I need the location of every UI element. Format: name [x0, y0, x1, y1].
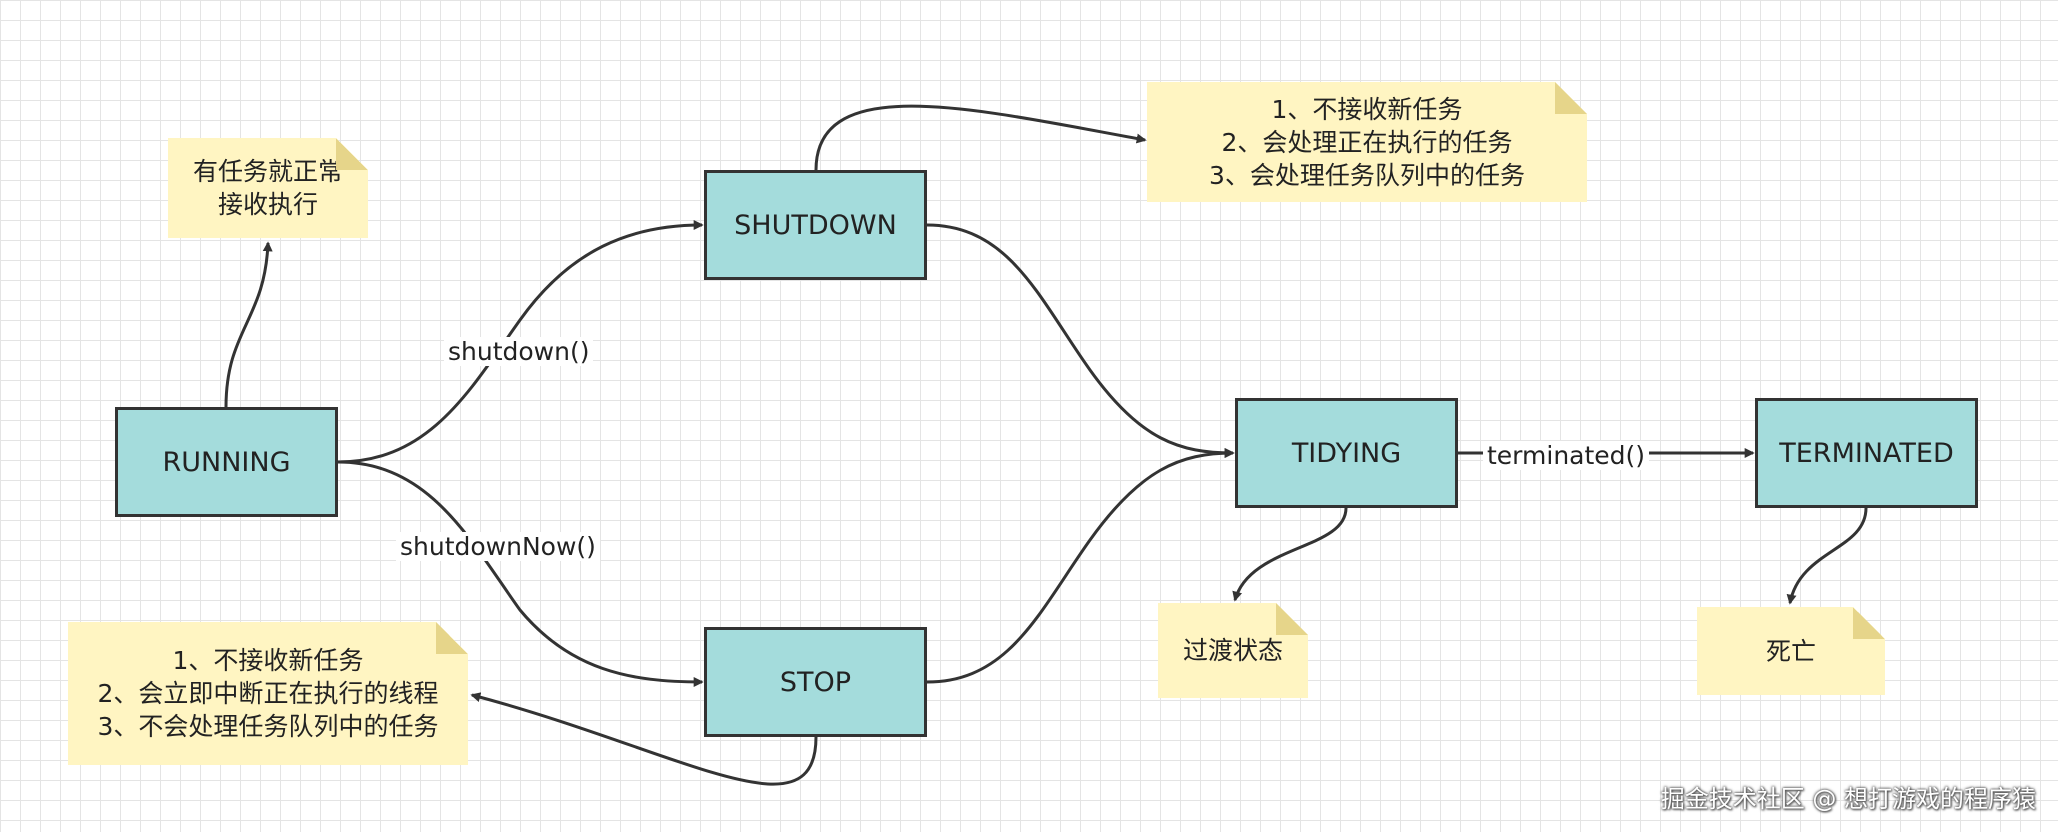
arrow-shutdown-to-note [814, 104, 1147, 171]
note-stop-line-3: 3、不会处理任务队列中的任务 [97, 712, 439, 741]
note-running: 有任务就正常 接收执行 [168, 138, 368, 238]
state-tidying-label: TIDYING [1291, 437, 1402, 469]
edge-label-shutdown: shutdown() [444, 337, 594, 366]
note-shutdown: 1、不接收新任务 2、会处理正在执行的任务 3、会处理任务队列中的任务 [1147, 82, 1587, 202]
state-running-label: RUNNING [162, 446, 291, 478]
state-terminated-label: TERMINATED [1779, 437, 1954, 469]
arrow-terminated-to-note [1786, 507, 1868, 605]
note-shutdown-line-2: 2、会处理正在执行的任务 [1221, 127, 1513, 157]
note-shutdown-line-3: 3、会处理任务队列中的任务 [1209, 160, 1525, 190]
state-tidying[interactable]: TIDYING [1235, 398, 1458, 508]
arrow-running-to-shutdown [337, 220, 704, 464]
note-running-line-1: 有任务就正常 [192, 157, 343, 186]
state-stop-label: STOP [779, 666, 852, 698]
edge-label-terminated: terminated() [1483, 441, 1650, 470]
note-terminated: 死亡 [1697, 607, 1885, 695]
state-stop[interactable]: STOP [704, 627, 927, 737]
arrow-stop-to-note [470, 692, 818, 786]
note-tidying-line-1: 过渡状态 [1182, 636, 1283, 665]
arrow-tidying-to-note [1232, 507, 1348, 602]
note-stop-line-1: 1、不接收新任务 [172, 646, 364, 675]
note-running-line-2: 接收执行 [217, 190, 318, 219]
state-shutdown[interactable]: SHUTDOWN [704, 170, 927, 280]
watermark: 掘金技术社区 @ 想打游戏的程序猿 [1660, 785, 2036, 813]
state-shutdown-label: SHUTDOWN [734, 209, 897, 241]
arrow-stop-to-tidying [926, 448, 1235, 684]
arrow-running-to-note [224, 241, 273, 408]
note-shutdown-line-1: 1、不接收新任务 [1271, 94, 1463, 124]
edge-label-shutdown-now: shutdownNow() [396, 532, 600, 561]
arrow-shutdown-to-tidying [926, 223, 1235, 458]
state-running[interactable]: RUNNING [115, 407, 338, 517]
note-stop-line-2: 2、会立即中断正在执行的线程 [97, 679, 439, 708]
note-stop: 1、不接收新任务 2、会立即中断正在执行的线程 3、不会处理任务队列中的任务 [68, 622, 468, 765]
note-tidying: 过渡状态 [1158, 603, 1308, 698]
state-terminated[interactable]: TERMINATED [1755, 398, 1978, 508]
arrow-running-to-stop [337, 460, 704, 687]
note-terminated-line-1: 死亡 [1765, 636, 1816, 666]
